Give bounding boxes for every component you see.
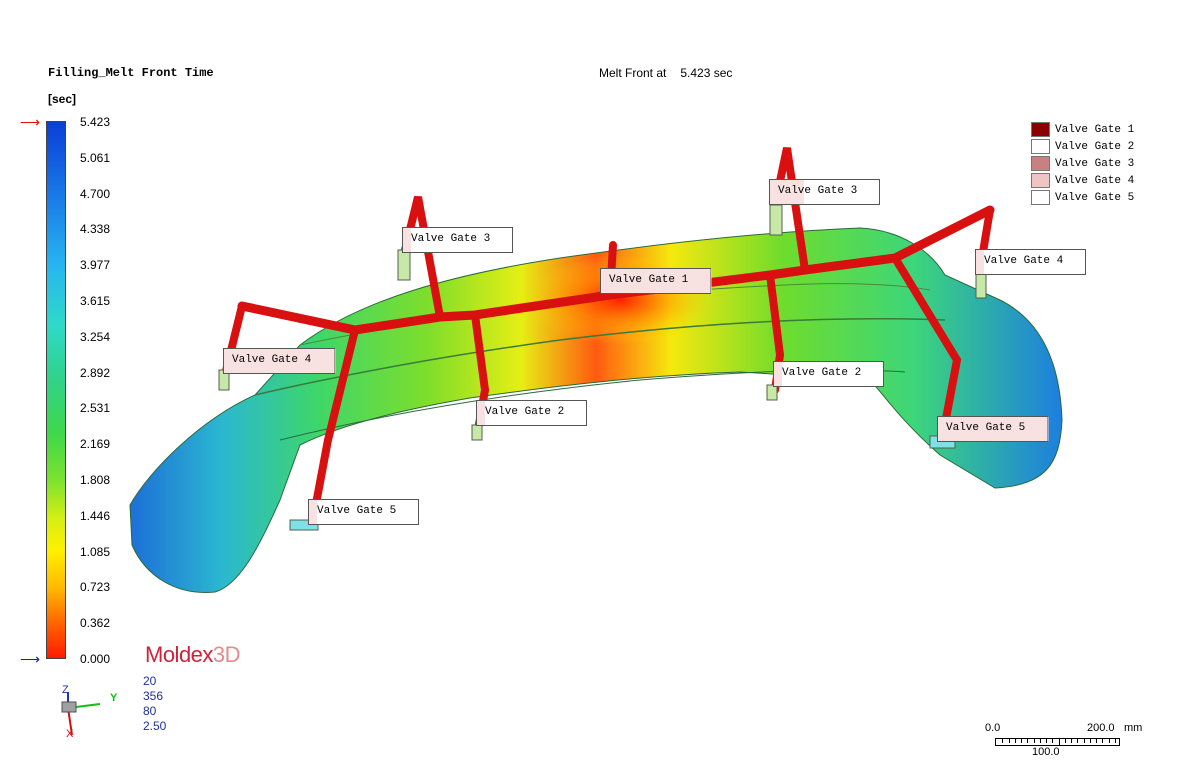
melt-front-readout: Melt Front at 5.423 sec (599, 66, 732, 80)
scale-tick (1064, 739, 1066, 743)
gate-label: Valve Gate 1 (600, 268, 712, 294)
colorbar-tick-label: 1.446 (80, 508, 111, 523)
view-parameter: 80 (143, 704, 157, 718)
scale-tick (1033, 739, 1035, 743)
colorbar-tick-label: 3.977 (80, 258, 111, 273)
melt-front-value: 5.423 sec (680, 66, 733, 80)
colorbar-tick-label: 0.723 (80, 580, 111, 595)
colorbar-tick-label: 0.362 (80, 616, 111, 631)
scale-tick (1039, 739, 1041, 743)
scale-unit-label: mm (1124, 722, 1143, 734)
legend-item: Valve Gate 2 (1031, 138, 1134, 155)
max-marker-arrow-icon: ⟶ (20, 114, 41, 130)
moldex3d-logo: Moldex3D (145, 642, 241, 667)
gate-label-fill (601, 269, 712, 293)
colorbar-tick-label: 5.061 (80, 150, 111, 165)
gate-label-fill (976, 250, 984, 274)
scale-mid-label: 100.0 (1032, 746, 1060, 758)
scale-tick (1052, 739, 1054, 743)
legend-swatch (1031, 190, 1050, 205)
legend-item: Valve Gate 4 (1031, 172, 1134, 189)
gate-label-fill (224, 349, 336, 373)
legend-swatch (1031, 139, 1050, 154)
colorbar-tick-label: 3.254 (80, 329, 111, 344)
scale-tick (1114, 739, 1116, 743)
colorbar-tick-label: 1.808 (80, 473, 111, 487)
scale-right-label: 200.0 (1087, 722, 1115, 734)
gate-label: Valve Gate 4 (223, 348, 336, 374)
scale-tick (1096, 739, 1097, 743)
gate-label-fill (477, 401, 485, 425)
colorbar-tick-label: 2.892 (80, 365, 111, 380)
view-parameter: 20 (143, 674, 157, 688)
legend-item: Valve Gate 1 (1031, 121, 1134, 138)
unit-label: [sec] (48, 92, 77, 106)
legend-item: Valve Gate 3 (1031, 155, 1134, 172)
gate-label: Valve Gate 5 (308, 499, 419, 525)
scale-tick (1046, 739, 1047, 743)
scale-tick (1071, 739, 1072, 743)
colorbar-tick-label: 3.615 (80, 294, 111, 308)
gate-label: Valve Gate 5 (937, 416, 1049, 442)
colorbar (46, 121, 66, 659)
legend-label: Valve Gate 2 (1055, 140, 1135, 153)
gate-label: Valve Gate 3 (769, 179, 880, 205)
gate-legend: Valve Gate 1 Valve Gate 2 Valve Gate 3 Valv… (1031, 121, 1134, 206)
scale-tick (1077, 739, 1079, 743)
colorbar-tick-label: 2.531 (80, 401, 111, 416)
min-marker-arrow-icon: ⟶ (20, 651, 41, 667)
scale-tick (1002, 739, 1004, 743)
gate-label-fill (938, 417, 1049, 441)
gate-label-fill (774, 362, 782, 386)
scale-tick (1089, 739, 1091, 743)
gate-label: Valve Gate 3 (402, 227, 513, 253)
scale-tick (1102, 739, 1104, 743)
scale-tick (1027, 739, 1029, 743)
legend-swatch (1031, 156, 1050, 171)
gate-label-fill (770, 180, 804, 204)
scale-left-label: 0.0 (985, 722, 1001, 734)
scale-tick (1083, 739, 1085, 743)
gate-label: Valve Gate 4 (975, 249, 1086, 275)
bumper-part (129, 227, 1063, 593)
view-parameter: 2.50 (143, 719, 167, 733)
scale-tick (1021, 739, 1022, 743)
colorbar-tick-label: 0.000 (80, 652, 111, 666)
view-parameter: 356 (143, 689, 164, 703)
melt-front-label: Melt Front at (599, 66, 667, 80)
gate-label-fill (403, 228, 411, 252)
scale-tick (1014, 739, 1016, 743)
scale-tick (1108, 739, 1110, 743)
colorbar-tick-label: 2.169 (80, 437, 111, 452)
triad-x-label: X (66, 728, 74, 740)
colorbar-tick-label: 4.700 (80, 186, 111, 201)
triad-y-label: Y (110, 692, 118, 704)
triad-z-label: Z (62, 684, 69, 696)
legend-swatch (1031, 173, 1050, 188)
scale-tick (1058, 739, 1060, 746)
legend-label: Valve Gate 5 (1055, 191, 1135, 204)
legend-swatch (1031, 122, 1050, 137)
scale-ruler (995, 738, 1120, 746)
legend-item: Valve Gate 5 (1031, 189, 1134, 206)
legend-label: Valve Gate 1 (1055, 123, 1135, 136)
scale-tick (1008, 739, 1010, 743)
legend-label: Valve Gate 4 (1055, 174, 1135, 187)
gate-label-fill (309, 500, 317, 524)
plot-title: Filling_Melt Front Time (48, 66, 214, 80)
colorbar-tick-label: 1.085 (80, 544, 111, 559)
colorbar-tick-label: 4.338 (80, 222, 111, 237)
colorbar-tick-label: 5.423 (80, 115, 111, 129)
axis-triad (61, 692, 101, 736)
gate-label: Valve Gate 2 (773, 361, 884, 387)
legend-label: Valve Gate 3 (1055, 157, 1135, 170)
gate-label: Valve Gate 2 (476, 400, 587, 426)
